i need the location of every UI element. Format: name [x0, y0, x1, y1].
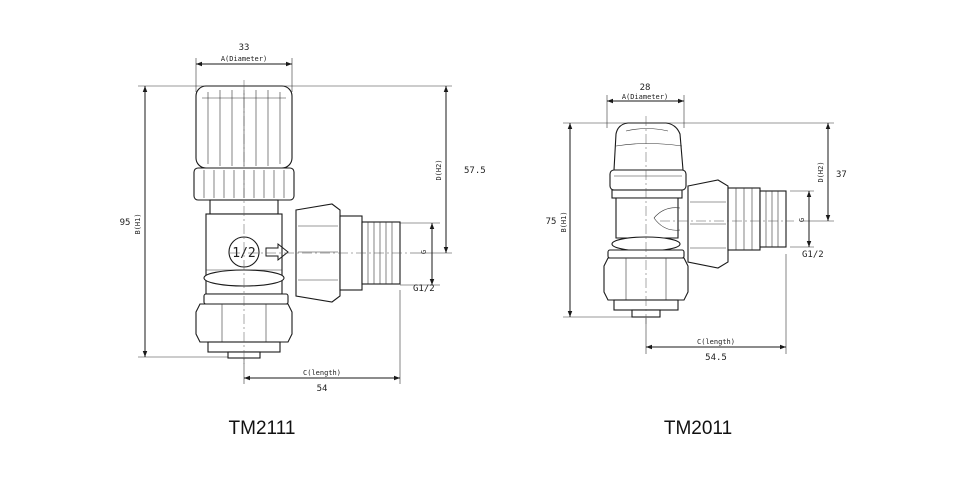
port-label: 1/2	[232, 246, 255, 261]
dimension-b-tm2011: 75 B(H1)	[546, 122, 640, 318]
dimension-c-tm2111: C(length) 54	[243, 290, 401, 394]
dim-c-label: C(length)	[303, 369, 341, 377]
dim-d-label: D(H2)	[435, 159, 443, 180]
dim-d-value: 57.5	[464, 166, 486, 176]
dim-g-thread: G1/2	[413, 284, 435, 294]
dim-c-value: 54.5	[705, 353, 727, 363]
dim-b-label: B(H1)	[134, 213, 142, 234]
dim-d-label: D(H2)	[817, 161, 825, 182]
valve-tm2111: 33 A(Diameter) 95 B(H1) 57.5 D(H2) G G1/…	[120, 43, 486, 439]
dimension-g-tm2111: G G1/2	[400, 222, 440, 294]
valve-body-tm2111: 1/2	[193, 80, 408, 364]
dim-a-value: 33	[239, 43, 250, 53]
dim-g-label: G	[420, 250, 428, 254]
dim-a-label: A(Diameter)	[622, 93, 668, 101]
dim-b-label: B(H1)	[560, 211, 568, 232]
dim-d-value: 37	[836, 170, 847, 180]
flow-arrow-icon	[265, 242, 289, 262]
dimension-c-tm2011: C(length) 54.5	[645, 254, 787, 363]
dim-g-thread: G1/2	[802, 250, 824, 260]
dim-a-value: 28	[640, 83, 651, 93]
dim-b-value: 75	[546, 217, 557, 227]
dim-c-value: 54	[317, 384, 328, 394]
dim-c-label: C(length)	[697, 338, 735, 346]
valve-tm2011: 28 A(Diameter) 75 B(H1) 37 D(H2) G G1/2	[546, 83, 847, 439]
valve-body-tm2011	[603, 116, 794, 324]
dim-b-value: 95	[120, 218, 131, 228]
dimension-a-tm2011: 28 A(Diameter)	[606, 83, 685, 128]
model-label-tm2011: TM2011	[664, 418, 732, 439]
dim-g-label: G	[798, 218, 806, 222]
dimension-g-tm2011: G G1/2	[790, 190, 824, 260]
dim-a-label: A(Diameter)	[221, 55, 267, 63]
dimension-a-tm2111: 33 A(Diameter)	[195, 43, 293, 92]
model-label-tm2111: TM2111	[229, 418, 296, 439]
dimension-d-tm2011: 37 D(H2)	[646, 122, 847, 222]
